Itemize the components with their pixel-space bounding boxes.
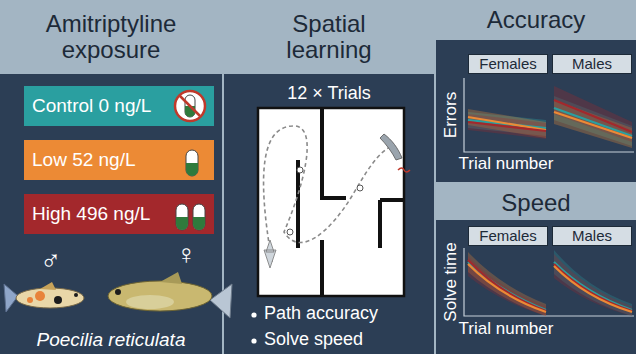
header-text: Accuracy (487, 7, 586, 33)
high-pills (176, 204, 205, 230)
box-text: Control 0 ng/L (32, 96, 151, 117)
dose-box: Control 0 ng/L (24, 86, 214, 126)
box-text: Low 52 ng/L (32, 150, 136, 171)
header-band: Spatial learning (224, 0, 434, 74)
header-text: Amitriptyline exposure (11, 11, 211, 64)
sex-symbol: ♀ (176, 240, 197, 271)
trial-count: 12 × Trials (287, 84, 371, 104)
facet-strip: Males (552, 54, 632, 74)
dose-box: High 496 ng/L (24, 194, 214, 234)
low-pill (186, 150, 198, 176)
female-guppy (108, 272, 232, 318)
measure-item: Solve speed (264, 330, 363, 350)
measure-item: Path accuracy (264, 304, 378, 324)
sex-symbol: ♂ (40, 246, 61, 277)
box-text: High 496 ng/L (32, 204, 150, 225)
accuracy-chart (464, 78, 634, 152)
box-text: Females (479, 56, 537, 73)
speed-chart (464, 248, 634, 316)
bullet (251, 312, 256, 317)
header-band: Amitriptyline exposure (0, 0, 222, 74)
header-band: Speed (436, 186, 636, 220)
facet-strip: Females (468, 54, 548, 74)
male-guppy (4, 282, 84, 312)
header-text: Speed (501, 190, 570, 216)
facet-strip: Males (552, 226, 632, 246)
header-text: Spatial learning (254, 11, 404, 64)
axis-title: Solve time (442, 242, 461, 321)
header-band: Accuracy (436, 0, 636, 40)
axis-title: Trial number (459, 155, 554, 174)
control-icon (175, 91, 205, 121)
facet-strip: Females (468, 226, 548, 246)
axis-title: Errors (442, 92, 461, 138)
axis-title: Trial number (459, 320, 554, 339)
box-text: Males (572, 228, 612, 245)
species-name: Poecilia reticulata (37, 330, 186, 351)
box-text: Females (479, 228, 537, 245)
bullet (251, 338, 256, 343)
maze (258, 108, 410, 296)
box-text: Males (572, 56, 612, 73)
dose-box: Low 52 ng/L (24, 140, 214, 180)
column-separator (434, 0, 436, 354)
